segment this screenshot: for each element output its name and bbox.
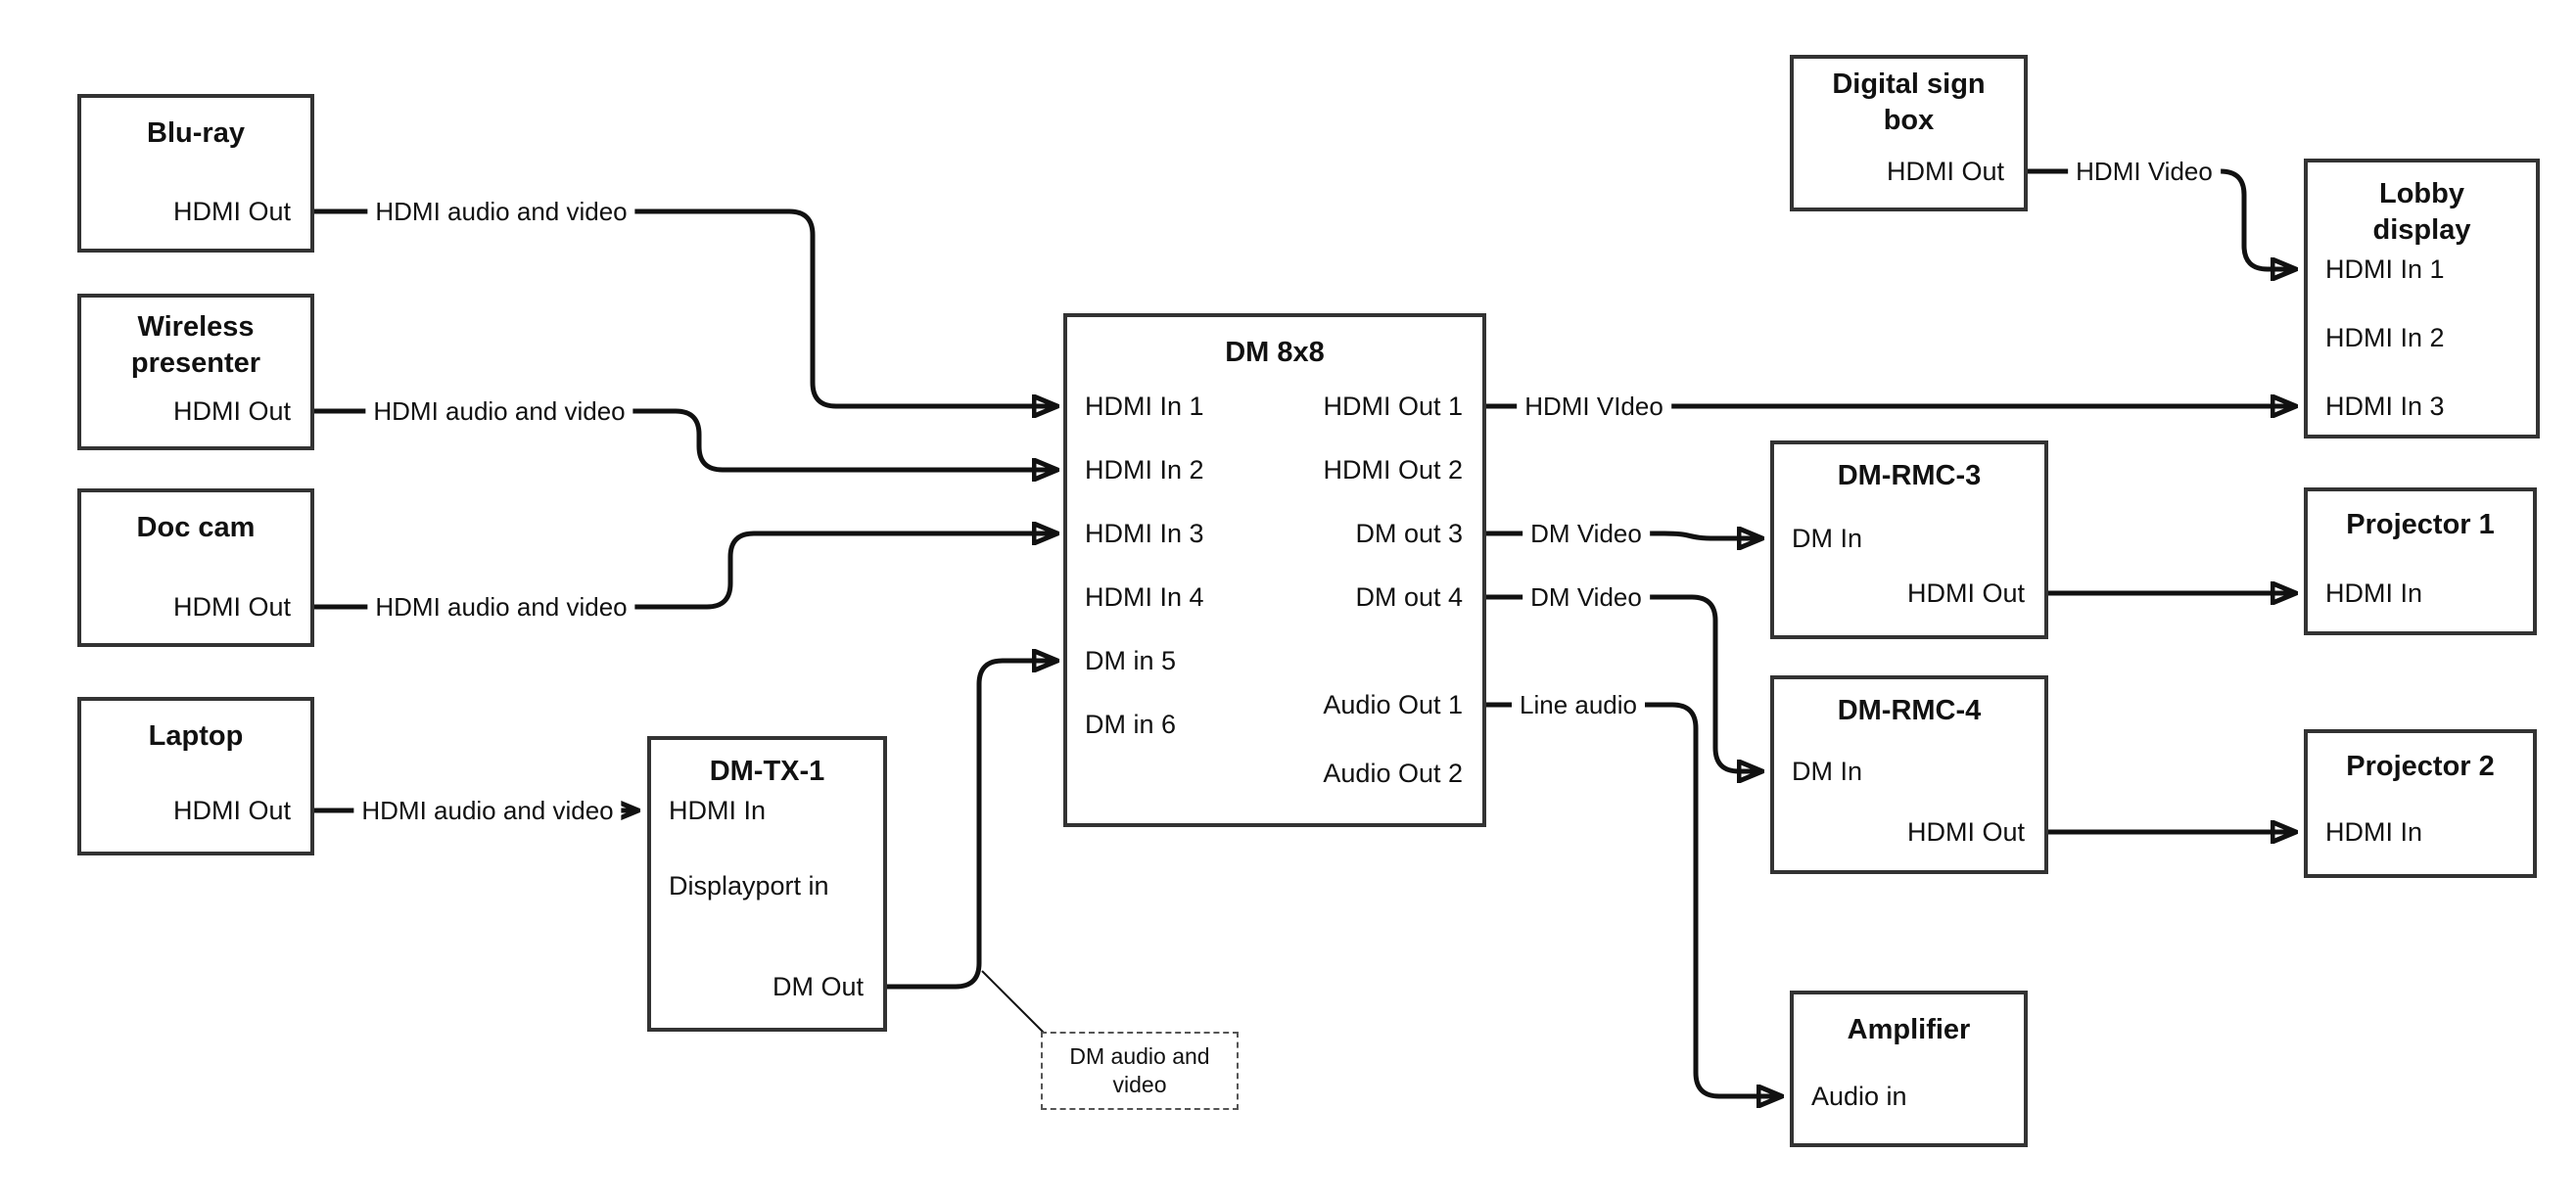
- port-dm8x8-audio-out-2: Audio Out 2: [1323, 759, 1463, 788]
- node-title: Wireless presenter: [130, 311, 261, 379]
- port-dmtx1-hdmi-in: HDMI In: [669, 796, 767, 825]
- port-dm8x8-hdmi-out-1: HDMI Out 1: [1323, 392, 1463, 421]
- connector-dm8x8-out3-to-rmc3: [1486, 533, 1762, 538]
- note-callout-line: [981, 970, 1048, 1037]
- port-lobby-hdmi-in-1: HDMI In 1: [2325, 254, 2445, 284]
- wire-label-dm-video-4: DM Video: [1522, 582, 1650, 612]
- port-digitalsign-hdmi-out: HDMI Out: [1886, 157, 2004, 186]
- port-rmc4-dm-in: DM In: [1792, 757, 1863, 786]
- connector-dmtx1-to-dm8x8-in5: [887, 661, 1057, 990]
- node-title: DM-RMC-3: [1837, 460, 1982, 491]
- port-dm8x8-dm-in-6: DM in 6: [1085, 710, 1177, 739]
- port-dmtx1-dm-out: DM Out: [772, 972, 864, 1001]
- port-doccam-hdmi-out: HDMI Out: [172, 592, 291, 622]
- node-title: DM-TX-1: [709, 756, 825, 787]
- node-title: Projector 2: [2346, 751, 2495, 782]
- node-rmc4: DM-RMC-4 DM In HDMI Out: [1770, 675, 2048, 874]
- port-lobby-hdmi-in-2: HDMI In 2: [2325, 323, 2445, 352]
- connector-dm8x8-audio1-to-amplifier: [1486, 702, 1782, 1096]
- connector-dm8x8-out4-to-rmc4: [1486, 594, 1762, 771]
- port-rmc3-hdmi-out: HDMI Out: [1906, 578, 2025, 608]
- port-lobby-hdmi-in-3: HDMI In 3: [2325, 392, 2445, 421]
- port-amplifier-audio-in: Audio in: [1811, 1082, 1907, 1111]
- node-bluray: Blu-ray HDMI Out: [77, 94, 314, 253]
- port-dm8x8-dm-out-3: DM out 3: [1355, 519, 1463, 548]
- wire-label-wireless: HDMI audio and video: [365, 396, 633, 426]
- node-title: Laptop: [148, 720, 244, 752]
- port-dm8x8-audio-out-1: Audio Out 1: [1323, 690, 1463, 719]
- connector-bluray-to-dm8x8-in1: [314, 208, 1057, 406]
- port-bluray-hdmi-out: HDMI Out: [172, 197, 291, 226]
- node-title: DM-RMC-4: [1837, 695, 1982, 726]
- wire-label-hdmi-video-sign: HDMI Video: [2068, 157, 2221, 186]
- wire-label-hdmi-video-out1: HDMI VIdeo: [1517, 392, 1671, 421]
- node-title: Amplifier: [1847, 1014, 1971, 1045]
- node-title: DM 8x8: [1225, 337, 1325, 368]
- node-laptop: Laptop HDMI Out: [77, 697, 314, 855]
- wire-label-bluray: HDMI audio and video: [367, 197, 635, 226]
- node-title: Blu-ray: [147, 117, 245, 149]
- connector-wireless-to-dm8x8-in2: [314, 408, 1057, 470]
- port-dm8x8-hdmi-in-3: HDMI In 3: [1085, 519, 1204, 548]
- wire-label-doccam: HDMI audio and video: [367, 592, 635, 622]
- note-dm-audio-video: DM audio and video: [1041, 1032, 1239, 1110]
- node-projector1: Projector 1 HDMI In: [2304, 487, 2537, 635]
- connector-digitalsign-to-lobby-in1: [2028, 168, 2296, 269]
- node-dmtx1: DM-TX-1 HDMI In Displayport in DM Out: [647, 736, 887, 1032]
- node-projector2: Projector 2 HDMI In: [2304, 729, 2537, 878]
- wire-label-line-audio: Line audio: [1512, 690, 1645, 719]
- wire-label-laptop: HDMI audio and video: [353, 796, 622, 825]
- port-projector2-hdmi-in: HDMI In: [2325, 817, 2423, 847]
- port-dm8x8-hdmi-out-2: HDMI Out 2: [1323, 455, 1463, 485]
- port-wireless-hdmi-out: HDMI Out: [172, 396, 291, 426]
- port-dm8x8-dm-in-5: DM in 5: [1085, 646, 1177, 675]
- node-title: Lobby display: [2372, 178, 2471, 246]
- port-dmtx1-displayport-in: Displayport in: [669, 871, 829, 901]
- node-amplifier: Amplifier Audio in: [1790, 991, 2028, 1147]
- port-rmc4-hdmi-out: HDMI Out: [1906, 817, 2025, 847]
- port-dm8x8-dm-out-4: DM out 4: [1355, 582, 1463, 612]
- port-projector1-hdmi-in: HDMI In: [2325, 578, 2423, 608]
- node-rmc3: DM-RMC-3 DM In HDMI Out: [1770, 440, 2048, 639]
- node-title: Digital sign box: [1832, 69, 1986, 136]
- node-lobby-display: Lobby display HDMI In 1 HDMI In 2 HDMI I…: [2304, 159, 2540, 439]
- wire-label-dm-video-3: DM Video: [1522, 519, 1650, 548]
- port-dm8x8-hdmi-in-1: HDMI In 1: [1085, 392, 1204, 421]
- port-laptop-hdmi-out: HDMI Out: [172, 796, 291, 825]
- connector-doccam-to-dm8x8-in3: [314, 533, 1057, 610]
- port-dm8x8-hdmi-in-2: HDMI In 2: [1085, 455, 1204, 485]
- node-title: Projector 1: [2346, 509, 2495, 540]
- node-title: Doc cam: [136, 512, 256, 543]
- node-doccam: Doc cam HDMI Out: [77, 488, 314, 647]
- node-wireless-presenter: Wireless presenter HDMI Out: [77, 294, 314, 450]
- node-digitalsign: Digital sign box HDMI Out: [1790, 55, 2028, 211]
- port-rmc3-dm-in: DM In: [1792, 524, 1863, 553]
- node-dm8x8: DM 8x8 HDMI In 1 HDMI In 2 HDMI In 3 HDM…: [1063, 313, 1486, 827]
- port-dm8x8-hdmi-in-4: HDMI In 4: [1085, 582, 1204, 612]
